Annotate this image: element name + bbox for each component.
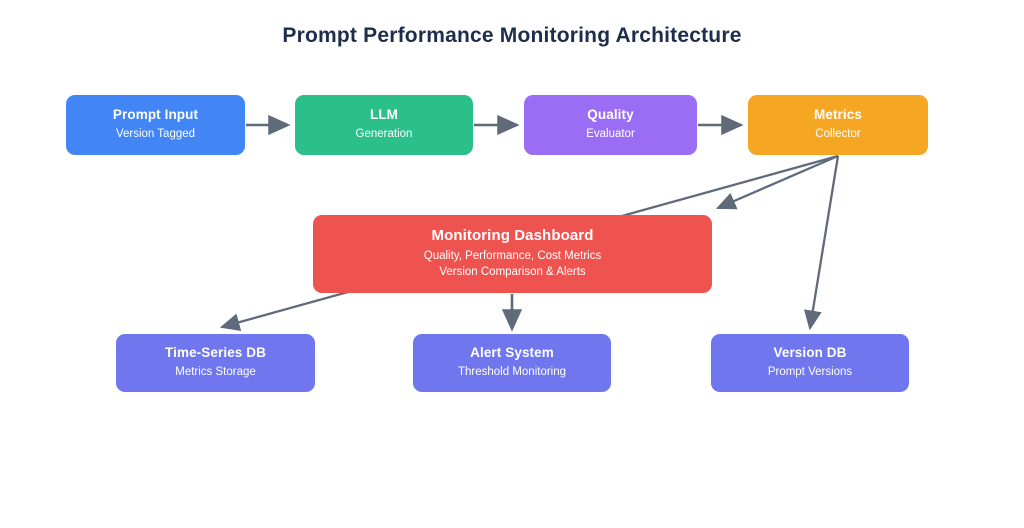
- node-subtitle: Prompt Versions: [767, 366, 853, 379]
- node-title: Version DB: [773, 345, 847, 361]
- node-subtitle-secondary: Version Comparison & Alerts: [439, 266, 586, 279]
- node-subtitle: Threshold Monitoring: [457, 366, 567, 379]
- node-version-db[interactable]: Version DB Prompt Versions: [711, 334, 909, 392]
- node-alert-system[interactable]: Alert System Threshold Monitoring: [413, 334, 611, 392]
- edge-metrics-to-monitoring-dashboard: [715, 154, 839, 210]
- node-title: Alert System: [470, 345, 554, 361]
- node-subtitle: Quality, Performance, Cost Metrics: [423, 249, 602, 262]
- node-subtitle: Metrics Storage: [175, 366, 256, 379]
- node-metrics[interactable]: Metrics Collector: [748, 95, 928, 155]
- node-title: Time-Series DB: [165, 345, 266, 361]
- node-title: LLM: [369, 107, 399, 123]
- node-llm[interactable]: LLM Generation: [295, 95, 473, 155]
- page-title: Prompt Performance Monitoring Architectu…: [282, 24, 742, 47]
- node-time-series-db[interactable]: Time-Series DB Metrics Storage: [116, 334, 315, 392]
- node-subtitle: Generation: [355, 128, 413, 141]
- node-subtitle: Evaluator: [586, 128, 635, 141]
- node-quality[interactable]: Quality Evaluator: [524, 95, 697, 155]
- node-title: Metrics: [814, 107, 862, 123]
- node-monitoring-dashboard[interactable]: Monitoring Dashboard Quality, Performanc…: [313, 215, 712, 293]
- node-prompt-input[interactable]: Prompt Input Version Tagged: [66, 95, 245, 155]
- node-title: Quality: [587, 107, 634, 123]
- node-subtitle: Collector: [815, 128, 861, 141]
- node-title: Prompt Input: [112, 107, 199, 123]
- node-title: Monitoring Dashboard: [431, 226, 594, 244]
- edge-metrics-to-version-db: [803, 155, 840, 331]
- node-subtitle: Version Tagged: [115, 128, 196, 141]
